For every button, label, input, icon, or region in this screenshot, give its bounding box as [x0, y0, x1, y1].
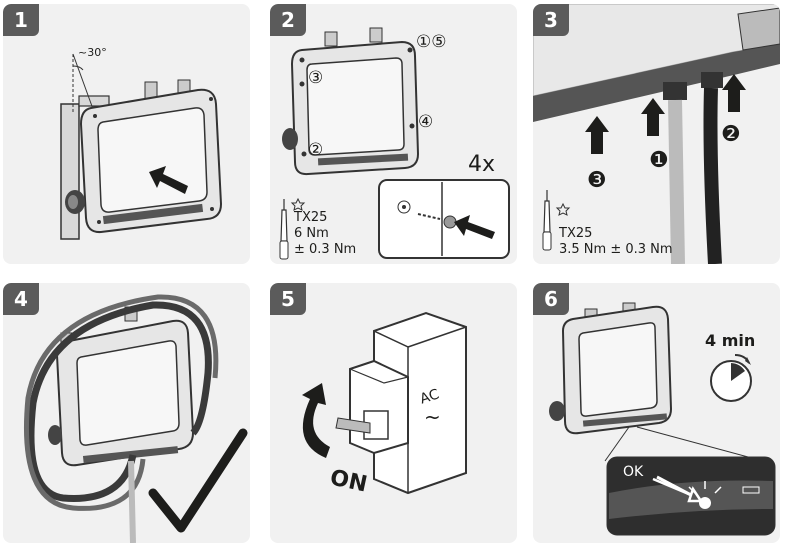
callout-2: ❷ [721, 122, 741, 147]
step-2-panel: 2 ①⑤ ③ ④ ② 4x TX25 6 Nm ± 0.3 Nm [270, 4, 517, 264]
status-led-illustration [549, 302, 776, 536]
step-number: 2 [270, 4, 306, 36]
tolerance-label: ± 0.3 Nm [294, 242, 357, 257]
screw-fastening-illustration [279, 27, 510, 260]
torque-label: 6 Nm [294, 226, 329, 241]
cable-routing-check-illustration [23, 294, 248, 543]
cable-connection-illustration [533, 4, 780, 264]
tool-label: TX25 [559, 226, 593, 241]
screw-label-2: ② [308, 140, 324, 160]
step-number: 4 [3, 283, 39, 315]
callout-1: ❶ [649, 148, 669, 173]
breaker-wave-symbol: ~ [424, 405, 441, 429]
step-number: 3 [533, 4, 569, 36]
screw-count: 4x [468, 152, 496, 177]
tilt-angle-label: ~30° [78, 46, 107, 59]
screw-label-3: ③ [308, 68, 324, 88]
torque-label: 3.5 Nm ± 0.3 Nm [559, 242, 673, 257]
step-number: 6 [533, 283, 569, 315]
step-5-panel: 5 AC ~ ON [270, 283, 517, 543]
inverter-mounting-illustration [60, 53, 223, 240]
tool-label: TX25 [294, 210, 328, 225]
status-ok-label: OK [623, 464, 644, 480]
screw-label-4: ④ [418, 112, 434, 132]
step-number: 1 [3, 4, 39, 36]
circuit-breaker-illustration [302, 311, 467, 495]
step-4-panel: 4 [3, 283, 250, 543]
step-3-panel: 3 ❶ ❷ ❸ TX25 3.5 Nm ± 0.3 Nm [533, 4, 780, 264]
step-number: 5 [270, 283, 306, 315]
step-1-panel: 1 ~30° [3, 4, 250, 264]
wait-duration-label: 4 min [705, 331, 756, 350]
screw-label-1-5: ①⑤ [416, 32, 447, 52]
step-6-panel: 6 4 min OK [533, 283, 780, 543]
callout-3: ❸ [587, 168, 607, 193]
